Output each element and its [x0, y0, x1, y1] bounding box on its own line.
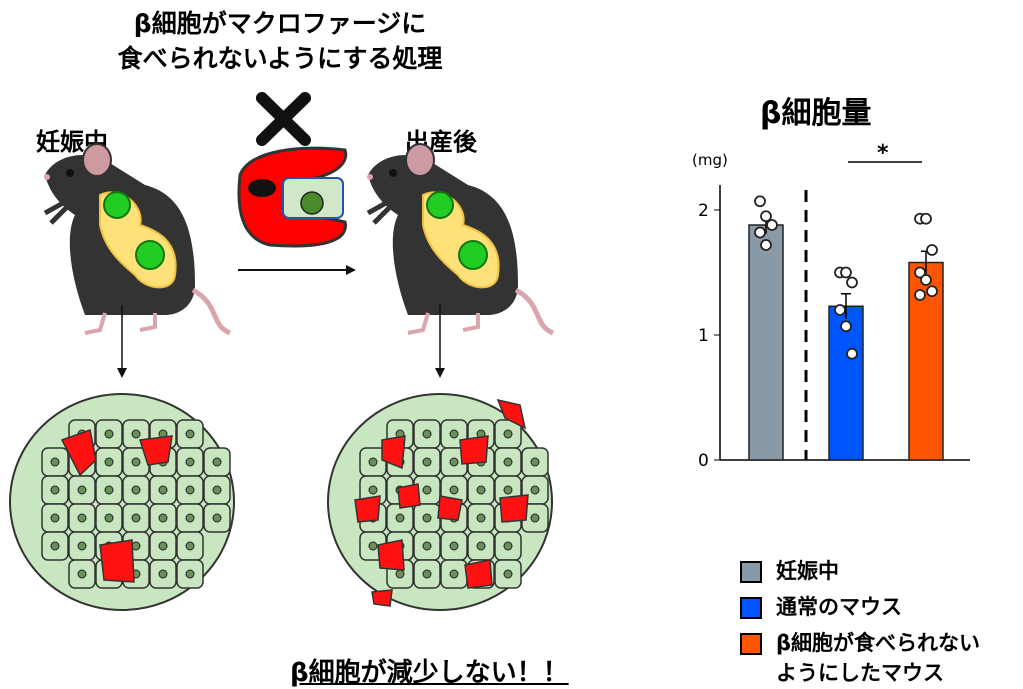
mouse-pregnant	[44, 144, 230, 333]
bar-chart: (mg) 0 1 2 *	[692, 141, 970, 471]
beta-cell	[467, 531, 495, 561]
beta-cell	[203, 447, 231, 477]
beta-cell	[95, 419, 123, 449]
beta-cell	[203, 475, 231, 505]
data-point	[926, 285, 938, 298]
macrophage-in-islet	[139, 435, 173, 466]
diagram-title: β細胞がマクロファージに 食べられないようにする処理	[0, 6, 560, 76]
legend-label: β細胞が食べられない	[776, 631, 981, 655]
bottom-note: β細胞が減少しない！！	[290, 658, 569, 688]
beta-cell	[149, 475, 177, 505]
beta-cell	[413, 559, 441, 589]
beta-cell	[95, 447, 123, 477]
beta-cell	[41, 503, 69, 533]
beta-cell	[95, 503, 123, 533]
beta-cell	[95, 475, 123, 505]
significance-star: *	[877, 141, 889, 166]
y-axis-label: (mg)	[692, 151, 728, 169]
beta-cell	[413, 531, 441, 561]
bar	[748, 224, 784, 461]
beta-cell	[68, 559, 96, 589]
beta-cell	[494, 447, 522, 477]
data-point	[766, 219, 778, 231]
data-point	[914, 266, 926, 279]
beta-cell	[41, 475, 69, 505]
legend-swatch	[740, 633, 762, 655]
beta-cell	[149, 559, 177, 589]
beta-cell	[41, 447, 69, 477]
legend-swatch	[740, 561, 762, 583]
data-point	[754, 226, 766, 239]
macrophage-in-islet	[60, 429, 97, 477]
data-point	[754, 195, 766, 208]
beta-cell	[467, 475, 495, 505]
data-point	[760, 239, 772, 251]
legend-label: 通常のマウス	[776, 595, 902, 619]
data-point	[846, 276, 858, 289]
x-mark-icon	[256, 92, 311, 146]
beta-cell	[149, 503, 177, 533]
legend-item-pregnant: 妊娠中	[740, 556, 839, 586]
chart-title: β細胞量	[760, 96, 872, 131]
beta-cell	[68, 531, 96, 561]
beta-cell	[122, 503, 150, 533]
islet-pregnant	[9, 393, 235, 611]
beta-cell	[176, 503, 204, 533]
legend-label-line2: ようにしたマウス	[776, 661, 944, 685]
legend-item-treated: β細胞が食べられない ようにしたマウス	[740, 628, 980, 688]
beta-cell	[440, 531, 468, 561]
illustration	[9, 92, 660, 611]
data-point	[846, 347, 858, 360]
beta-cell	[467, 503, 495, 533]
macrophage-icon	[237, 146, 348, 248]
beta-cell	[122, 475, 150, 505]
beta-cell	[41, 531, 69, 561]
data-point	[914, 289, 926, 301]
diagram-title-line1: β細胞がマクロファージに	[133, 9, 427, 38]
diagram-title-line2: 食べられないようにする処理	[117, 44, 443, 73]
data-point	[926, 244, 938, 256]
beta-cell	[494, 531, 522, 561]
beta-cell	[68, 475, 96, 505]
data-point	[834, 304, 846, 316]
bar	[908, 261, 944, 461]
beta-cell	[440, 559, 468, 589]
data-point	[760, 210, 772, 223]
y-tick-label: 1	[698, 326, 709, 346]
beta-cell	[176, 559, 204, 589]
beta-cell	[176, 475, 204, 505]
y-tick-label: 0	[698, 451, 709, 471]
beta-cell	[176, 419, 204, 449]
error-bar	[841, 293, 851, 319]
data-point	[920, 274, 932, 286]
beta-cell	[68, 503, 96, 533]
beta-cell	[149, 531, 177, 561]
macrophage-in-islet	[99, 539, 135, 583]
beta-cell	[203, 503, 231, 533]
beta-cell	[494, 559, 522, 589]
data-point	[840, 266, 852, 279]
beta-cell	[413, 419, 441, 449]
islet-postpartum	[327, 393, 553, 611]
legend-swatch	[740, 597, 762, 619]
data-point	[920, 212, 932, 225]
legend-label: 妊娠中	[776, 559, 839, 583]
y-tick-label: 2	[698, 201, 709, 221]
beta-cell	[413, 503, 441, 533]
beta-cell	[176, 531, 204, 561]
beta-cell	[413, 447, 441, 477]
beta-cell	[521, 447, 549, 477]
legend-item-normal: 通常のマウス	[740, 592, 902, 622]
beta-cell	[176, 447, 204, 477]
data-point	[840, 320, 852, 333]
mouse-postpartum	[367, 144, 553, 333]
